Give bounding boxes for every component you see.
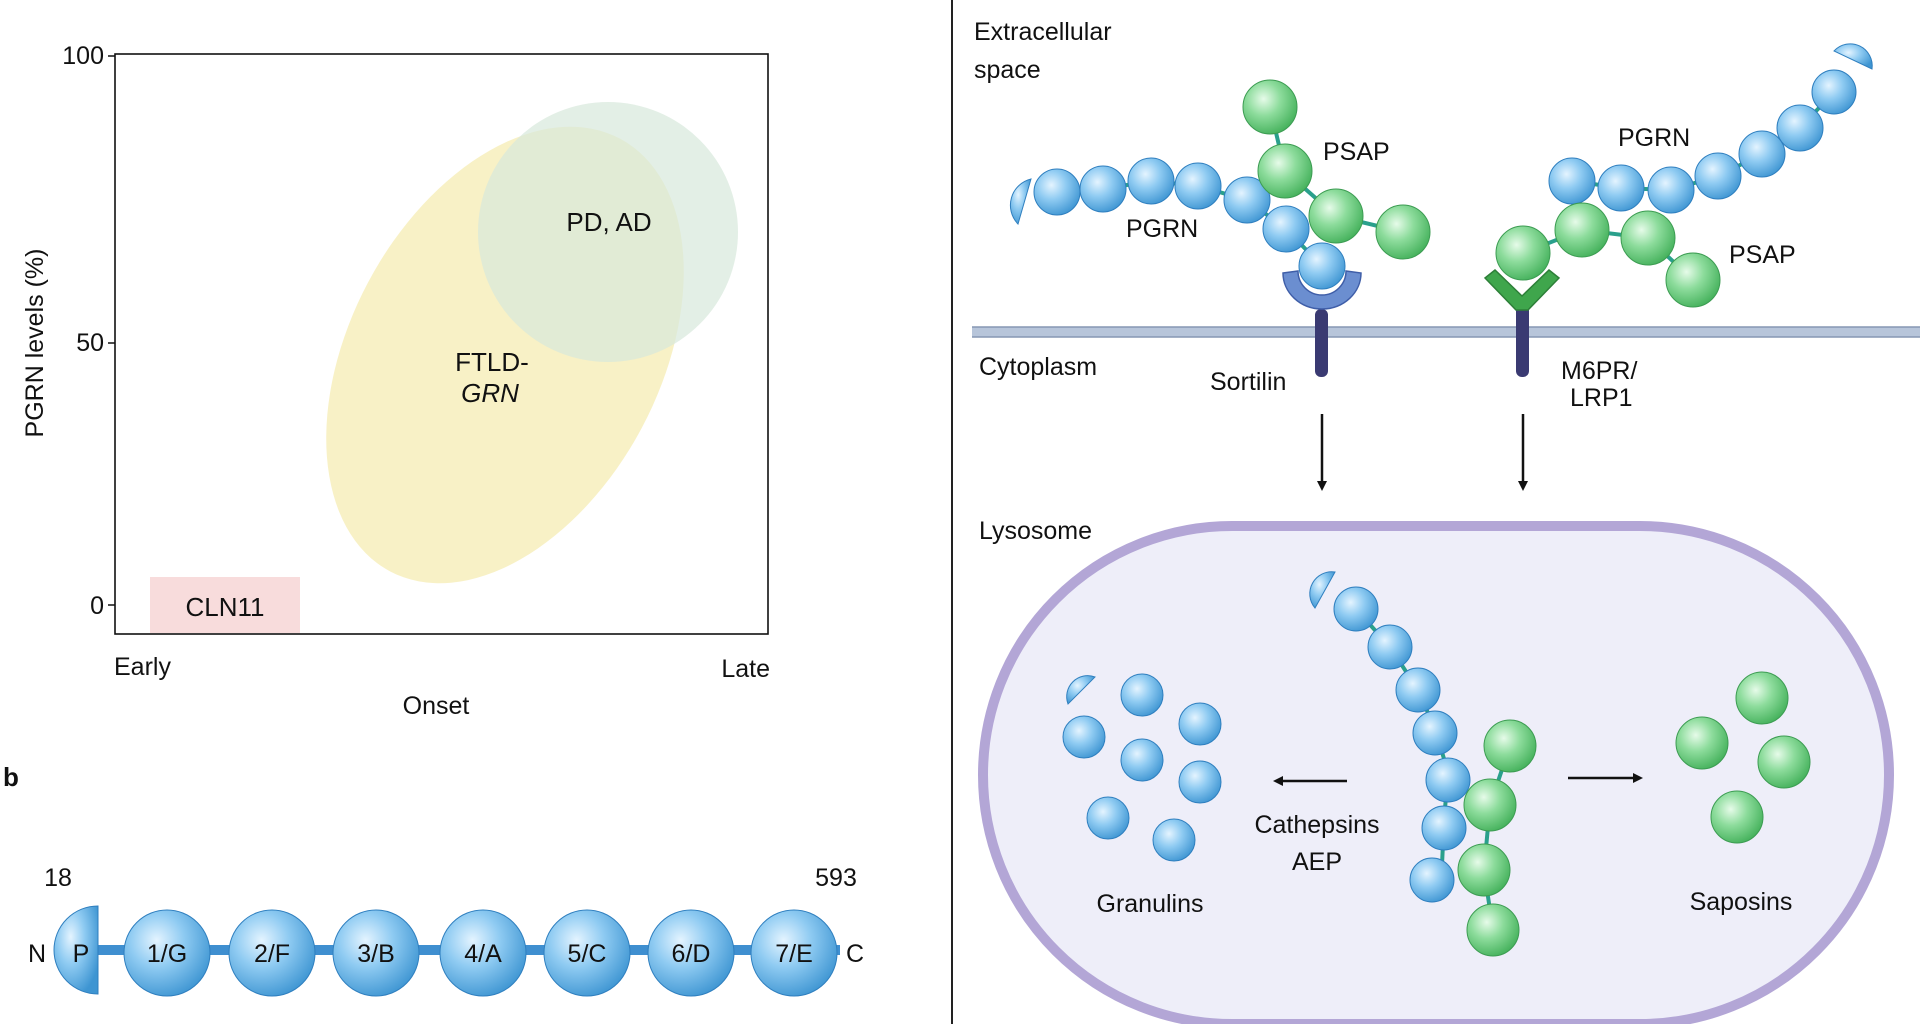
panel-a-chart: 100 50 0 PGRN levels (%) Early Late Onse… — [21, 42, 770, 720]
domain-label-5c: 5/C — [568, 940, 607, 968]
m6pr-label-2: LRP1 — [1570, 384, 1633, 412]
ftld-label: FTLD- — [455, 347, 529, 377]
panel-b-label: b — [3, 762, 19, 792]
n-terminus: N — [28, 940, 46, 968]
saposins-cluster — [1675, 671, 1811, 844]
sortilin-label: Sortilin — [1210, 368, 1286, 396]
y-tick-50: 50 — [76, 329, 104, 357]
end-residue: 593 — [815, 864, 857, 892]
x-axis-label: Onset — [403, 692, 470, 720]
granulins-label: Granulins — [1097, 890, 1204, 918]
domain-label-p: P — [73, 940, 90, 968]
m6pr-head — [1483, 269, 1561, 311]
domain-label-2f: 2/F — [254, 940, 290, 968]
pgrn-left-label: PGRN — [1126, 215, 1198, 243]
granulins-cluster — [1062, 673, 1222, 862]
right-pgrn-cap — [1833, 43, 1873, 70]
domain-7e — [750, 909, 838, 997]
domain-label-7e: 7/E — [775, 940, 813, 968]
y-tick-0: 0 — [90, 592, 104, 620]
domain-2f — [228, 909, 316, 997]
right-complex — [1483, 43, 1873, 377]
x-label-early: Early — [114, 653, 171, 681]
saposins-label: Saposins — [1690, 888, 1793, 916]
domain-label-4a: 4/A — [464, 940, 502, 968]
pd-ad-label: PD, AD — [566, 207, 651, 237]
lysosomal-pgrn — [1309, 571, 1537, 957]
start-residue: 18 — [44, 864, 72, 892]
c-terminus: C — [846, 940, 864, 968]
domain-label-3b: 3/B — [357, 940, 395, 968]
left-pgrn-cap — [1009, 178, 1032, 225]
domain-1g — [123, 909, 211, 997]
domain-spheres — [123, 909, 838, 997]
plot-frame — [114, 53, 769, 635]
domain-label-1g: 1/G — [147, 940, 187, 968]
domain-4a — [439, 909, 527, 997]
psap-right-label: PSAP — [1729, 241, 1796, 269]
domain-3b — [332, 909, 420, 997]
domain-6d — [647, 909, 735, 997]
m6pr-label-1: M6PR/ — [1561, 357, 1637, 385]
left-complex — [1009, 79, 1431, 377]
m6pr-stem — [1516, 305, 1529, 377]
panel-c-pathway: Extracellular space PSAP PGRN PGRN PSAP … — [972, 18, 1920, 1024]
domain-label-6d: 6/D — [672, 940, 711, 968]
y-tick-100: 100 — [62, 42, 104, 70]
extracellular-label-2: space — [974, 56, 1041, 84]
sortilin-head — [1282, 270, 1362, 310]
cytoplasm-label: Cytoplasm — [979, 353, 1097, 381]
psap-left-label: PSAP — [1323, 138, 1390, 166]
lysosome-label: Lysosome — [979, 517, 1092, 545]
extracellular-label-1: Extracellular — [974, 18, 1112, 46]
pgrn-right-label: PGRN — [1618, 124, 1690, 152]
sortilin-stem — [1315, 309, 1328, 377]
grn-label: GRN — [461, 378, 519, 408]
cln11-region — [150, 577, 300, 633]
y-axis-label: PGRN levels (%) — [21, 249, 49, 438]
p-domain-halfcircle — [53, 905, 99, 995]
x-label-late: Late — [721, 655, 770, 683]
panel-b-domain-map: b 18 593 N C P 1/G 2/F 3/B 4/A 5/C 6/D 7… — [3, 762, 864, 997]
cln11-label: CLN11 — [185, 592, 264, 622]
aep-label: AEP — [1292, 848, 1342, 876]
plasma-membrane — [972, 327, 1920, 337]
domain-5c — [543, 909, 631, 997]
pd-ad-region — [478, 102, 738, 362]
cathepsins-label: Cathepsins — [1254, 811, 1379, 839]
